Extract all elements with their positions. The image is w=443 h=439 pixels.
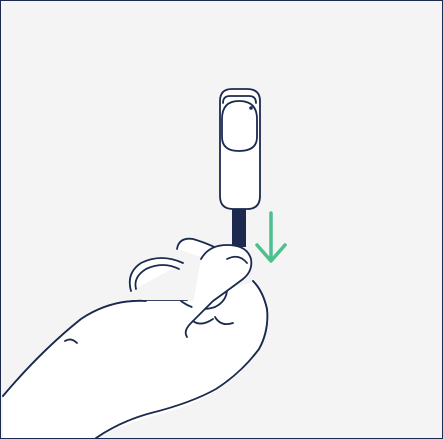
usb-stick-icon: [219, 88, 261, 247]
hand-icon: [2, 237, 269, 438]
arrow-down-icon: [255, 211, 287, 263]
